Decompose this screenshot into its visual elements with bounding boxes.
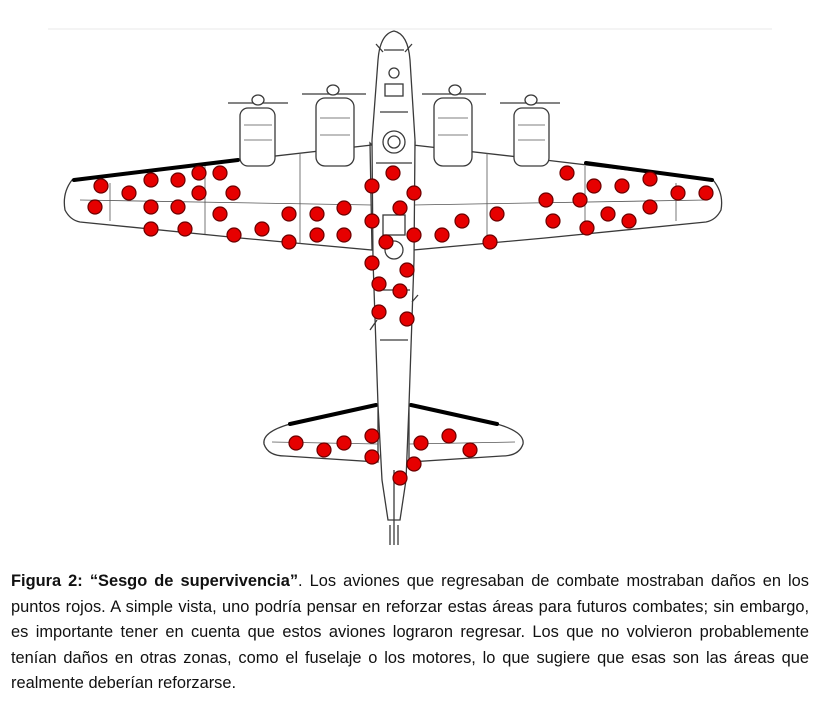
damage-marker	[288, 435, 304, 451]
damage-markers	[87, 165, 714, 486]
damage-marker	[406, 456, 422, 472]
damage-marker	[392, 283, 408, 299]
damage-marker	[614, 178, 630, 194]
damage-marker	[600, 206, 616, 222]
damage-marker	[336, 435, 352, 451]
damage-marker	[371, 304, 387, 320]
damage-marker	[642, 171, 658, 187]
damage-marker	[309, 227, 325, 243]
damage-marker	[364, 213, 380, 229]
damage-marker	[212, 165, 228, 181]
damage-marker	[309, 206, 325, 222]
caption-label: Figura 2: “Sesgo de supervivencia”	[11, 572, 299, 590]
damage-marker	[143, 199, 159, 215]
airplane-diagram	[48, 28, 772, 545]
damage-marker	[406, 227, 422, 243]
damage-marker	[143, 221, 159, 237]
damage-marker	[226, 227, 242, 243]
damage-marker	[378, 234, 394, 250]
damage-marker	[143, 172, 159, 188]
damage-marker	[281, 234, 297, 250]
figure-caption: Figura 2: “Sesgo de supervivencia”. Los …	[11, 569, 809, 697]
damage-marker	[392, 200, 408, 216]
damage-marker	[434, 227, 450, 243]
damage-marker	[489, 206, 505, 222]
damage-marker	[399, 311, 415, 327]
damage-marker	[170, 199, 186, 215]
damage-marker	[621, 213, 637, 229]
damage-marker	[572, 192, 588, 208]
damage-marker	[191, 185, 207, 201]
damage-marker	[579, 220, 595, 236]
damage-marker	[586, 178, 602, 194]
damage-marker	[316, 442, 332, 458]
damage-marker	[454, 213, 470, 229]
damage-marker	[698, 185, 714, 201]
damage-marker	[364, 449, 380, 465]
damage-marker	[87, 199, 103, 215]
damage-marker	[441, 428, 457, 444]
damage-marker	[121, 185, 137, 201]
damage-marker	[191, 165, 207, 181]
caption-text: . Los aviones que regresaban de combate …	[11, 572, 809, 693]
damage-marker	[538, 192, 554, 208]
damage-marker	[462, 442, 478, 458]
damage-marker	[385, 165, 401, 181]
damage-marker	[254, 221, 270, 237]
damage-marker	[482, 234, 498, 250]
damage-marker	[364, 255, 380, 271]
damage-marker	[413, 435, 429, 451]
damage-marker	[406, 185, 422, 201]
damage-marker	[177, 221, 193, 237]
damage-marker	[281, 206, 297, 222]
damage-marker	[225, 185, 241, 201]
damage-marker	[336, 200, 352, 216]
survivorship-bias-figure	[48, 28, 772, 545]
damage-marker	[545, 213, 561, 229]
damage-marker	[371, 276, 387, 292]
damage-marker	[93, 178, 109, 194]
damage-marker	[642, 199, 658, 215]
damage-marker	[670, 185, 686, 201]
airplane-outline	[63, 30, 723, 545]
damage-marker	[364, 428, 380, 444]
damage-marker	[364, 178, 380, 194]
damage-marker	[399, 262, 415, 278]
damage-marker	[392, 470, 408, 486]
damage-marker	[212, 206, 228, 222]
damage-marker	[336, 227, 352, 243]
damage-marker	[170, 172, 186, 188]
damage-marker	[559, 165, 575, 181]
